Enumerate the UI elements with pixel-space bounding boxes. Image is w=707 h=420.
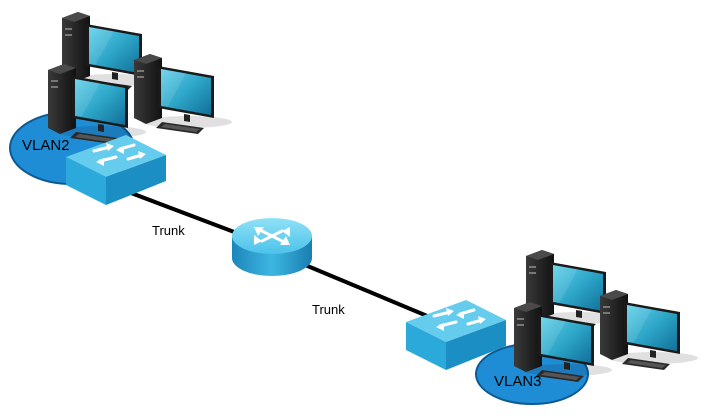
vlan3-label: VLAN3 [494, 373, 542, 390]
vlan3-computers [514, 250, 698, 382]
trunk-label-2: Trunk [312, 302, 345, 317]
trunk-link-2 [297, 260, 433, 320]
desktop-computer-icon [134, 54, 232, 134]
router-icon [232, 218, 312, 276]
vlan2-label: VLAN2 [22, 137, 70, 154]
trunk-label-1: Trunk [152, 223, 185, 238]
vlan2-computers [48, 12, 232, 144]
desktop-computer-icon [600, 290, 698, 370]
